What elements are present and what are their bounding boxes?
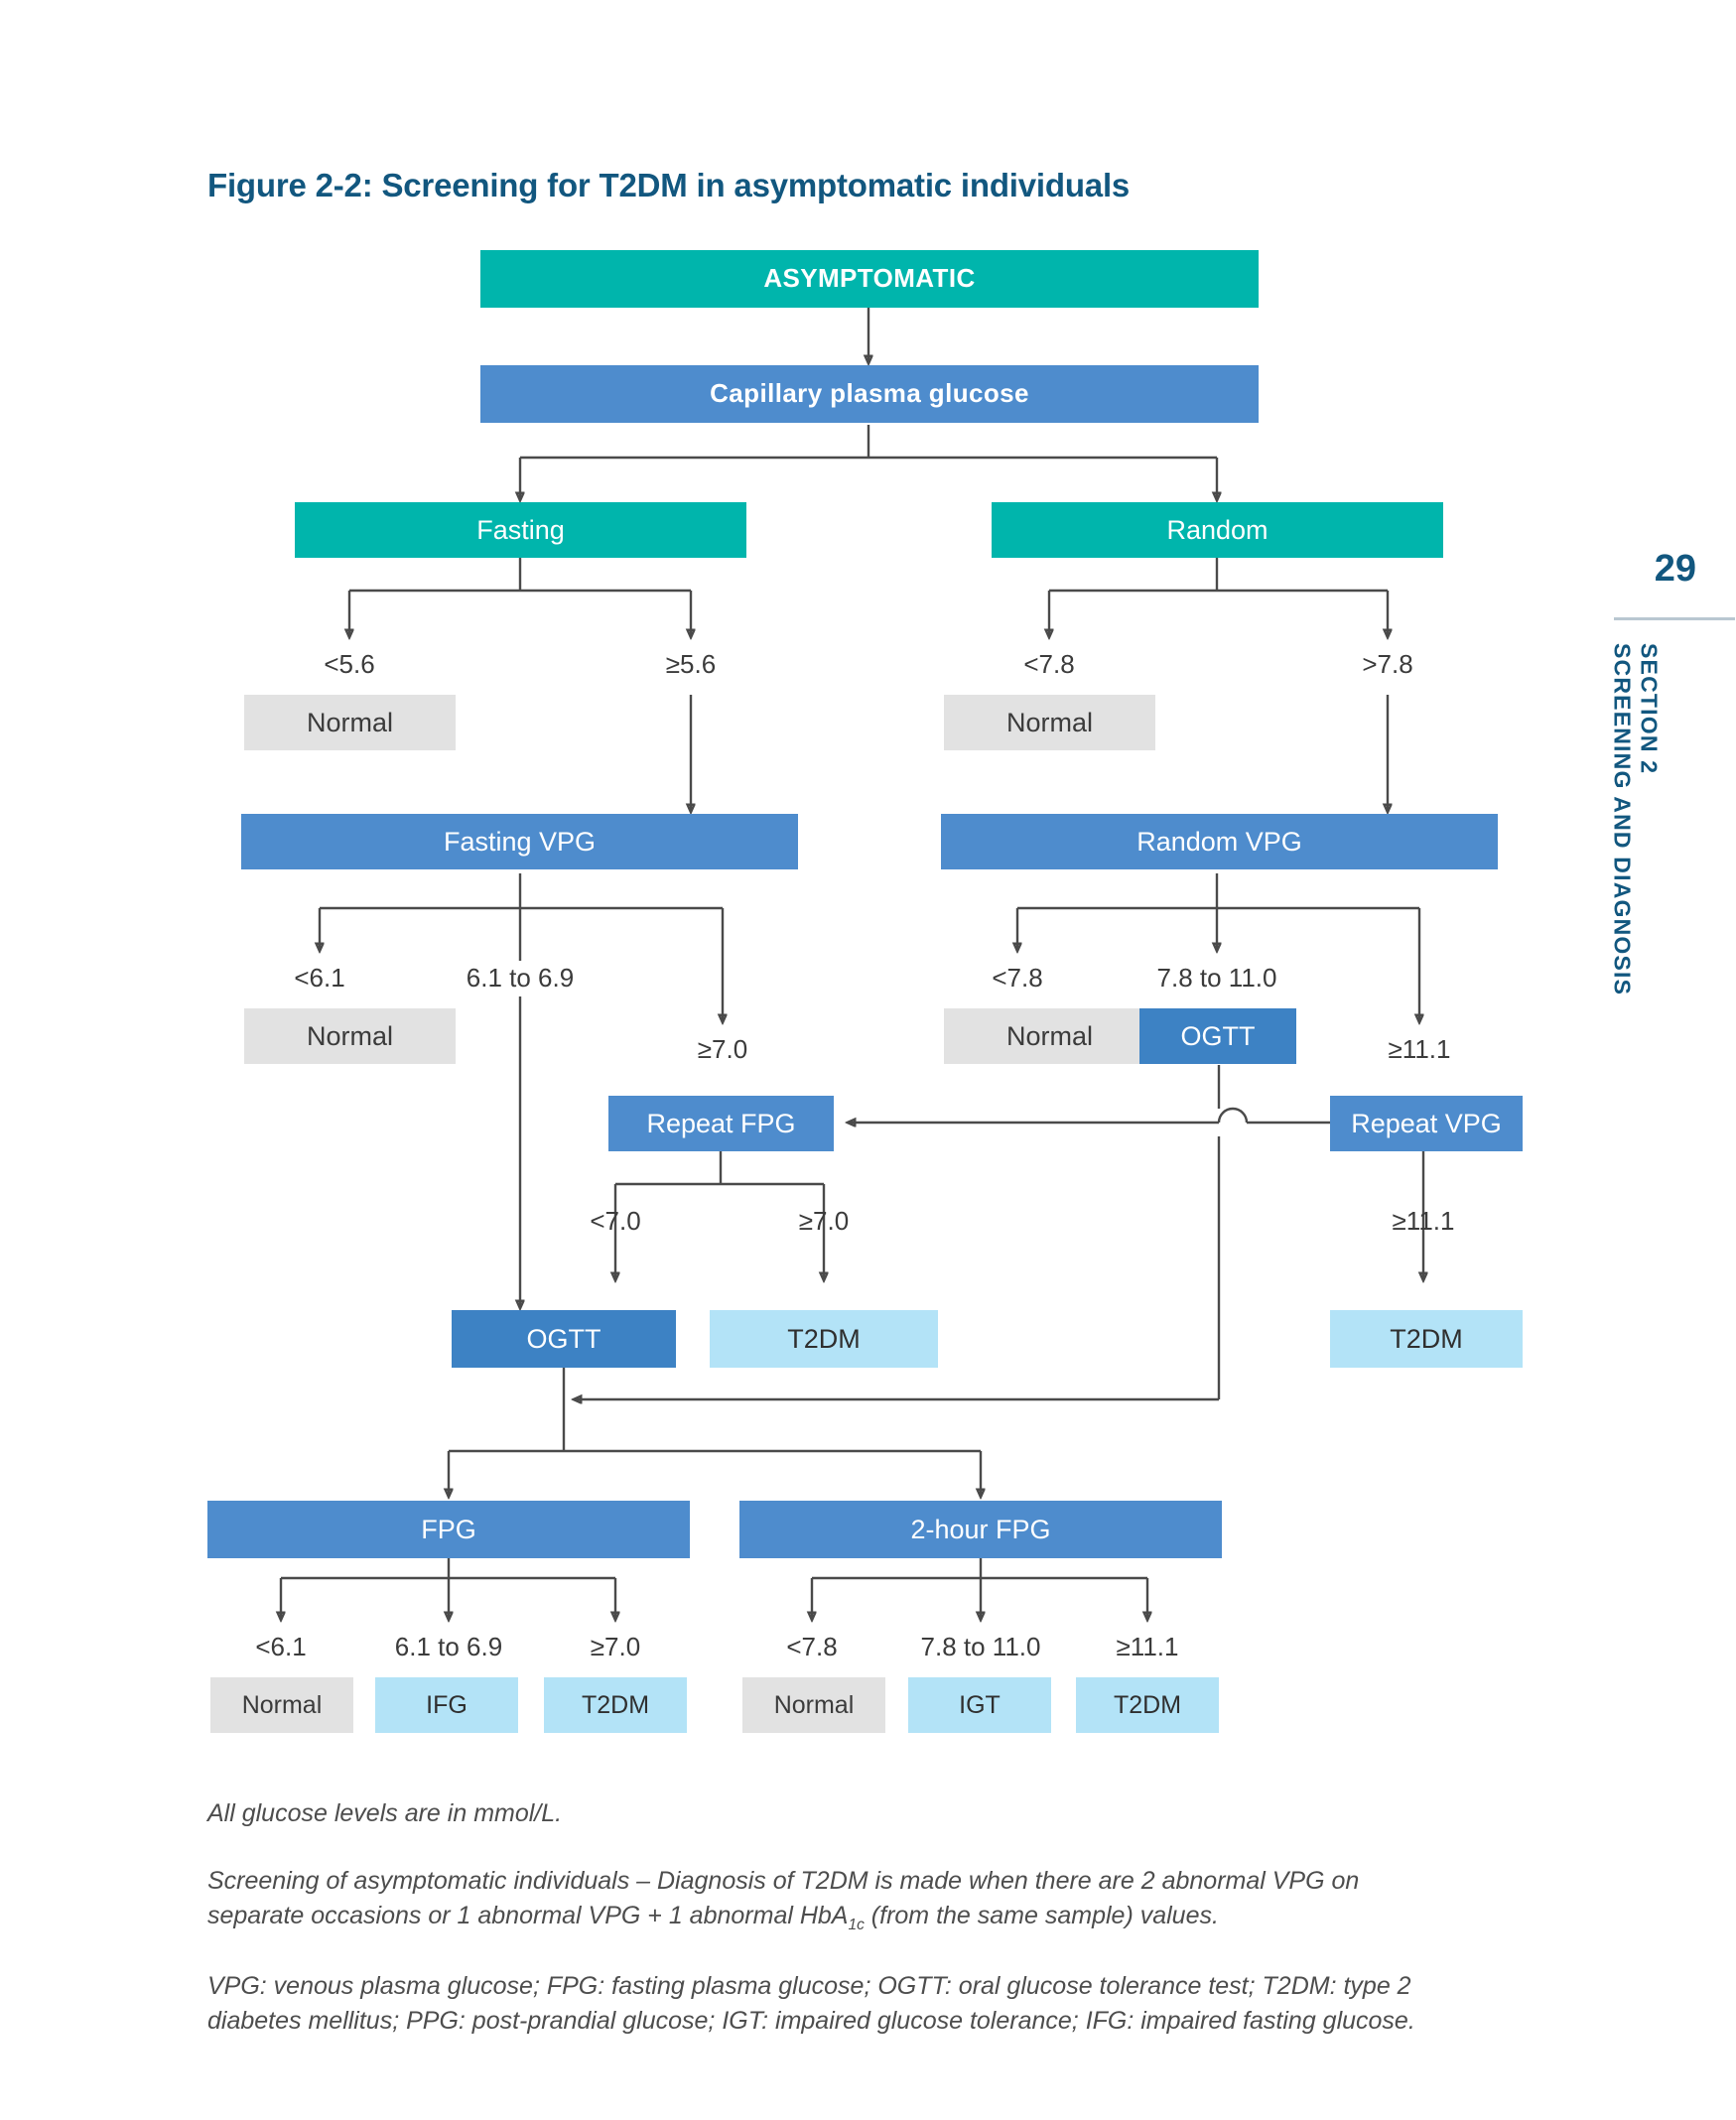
node-t2dm-2hr[interactable]: T2DM <box>1076 1677 1219 1733</box>
label-fpg-high: ≥7.0 <box>590 1632 641 1661</box>
label-rvpg-mid: 7.8 to 11.0 <box>1156 963 1277 993</box>
label-fpg-mid: 6.1 to 6.9 <box>394 1632 503 1661</box>
note-screening-line2: separate occasions or 1 abnormal VPG + 1… <box>207 1899 1557 1935</box>
note-screening-line2-b: (from the same sample) values. <box>864 1901 1219 1929</box>
node-ifg[interactable]: IFG <box>375 1677 518 1733</box>
note-abbrev-line2: diabetes mellitus; PPG: post-prandial gl… <box>207 2006 1415 2035</box>
label-cap-fasting-high: ≥5.6 <box>665 649 717 679</box>
node-repeat-fpg[interactable]: Repeat FPG <box>608 1096 834 1151</box>
page-title: Figure 2-2: Screening for T2DM in asympt… <box>207 167 1131 203</box>
node-t2dm-fpg[interactable]: T2DM <box>544 1677 687 1733</box>
node-igt[interactable]: IGT <box>908 1677 1051 1733</box>
node-ogtt-random[interactable]: OGTT <box>1139 1008 1296 1064</box>
label-cap-random-high: >7.8 <box>1362 649 1413 679</box>
label-repeat-fpg-low: <7.0 <box>590 1206 641 1236</box>
margin-section-label: SECTION 2 <box>1636 643 1663 775</box>
note-screening-line1: Screening of asymptomatic individuals – … <box>207 1867 1360 1895</box>
node-normal-2hr[interactable]: Normal <box>742 1677 885 1733</box>
note-screening-subscript: 1c <box>848 1916 865 1933</box>
label-cap-fasting-low: <5.6 <box>324 649 375 679</box>
margin-section-title: SCREENING AND DIAGNOSIS <box>1609 643 1636 996</box>
label-fvpg-low: <6.1 <box>294 963 345 993</box>
node-random-vpg[interactable]: Random VPG <box>941 814 1498 869</box>
node-t2dm-repeat-vpg[interactable]: T2DM <box>1330 1310 1523 1368</box>
margin-section-text: SECTION 2 SCREENING AND DIAGNOSIS <box>1609 643 1663 996</box>
label-rvpg-high: ≥11.1 <box>1388 1034 1451 1064</box>
note-screening: Screening of asymptomatic individuals – … <box>207 1864 1557 1935</box>
node-fasting-vpg[interactable]: Fasting VPG <box>241 814 798 869</box>
node-normal-rvpg[interactable]: Normal <box>944 1008 1155 1064</box>
label-rvpg-low: <7.8 <box>992 963 1043 993</box>
node-repeat-vpg[interactable]: Repeat VPG <box>1330 1096 1523 1151</box>
label-fpg-low: <6.1 <box>255 1632 307 1661</box>
node-normal-fpg[interactable]: Normal <box>210 1677 353 1733</box>
note-abbreviations: VPG: venous plasma glucose; FPG: fasting… <box>207 1969 1567 2038</box>
label-repeat-vpg-high: ≥11.1 <box>1392 1206 1455 1236</box>
node-normal-fvpg[interactable]: Normal <box>244 1008 456 1064</box>
margin-divider <box>1614 617 1735 620</box>
label-fvpg-mid: 6.1 to 6.9 <box>466 963 575 993</box>
node-fasting[interactable]: Fasting <box>295 502 746 558</box>
label-fvpg-high: ≥7.0 <box>697 1034 748 1064</box>
node-capillary-plasma-glucose[interactable]: Capillary plasma glucose <box>480 365 1259 423</box>
label-2hr-low: <7.8 <box>786 1632 838 1661</box>
node-fpg[interactable]: FPG <box>207 1501 690 1558</box>
node-2-hour-fpg[interactable]: 2-hour FPG <box>739 1501 1222 1558</box>
page-number: 29 <box>1654 548 1696 590</box>
note-screening-line2-a: separate occasions or 1 abnormal VPG + 1… <box>207 1901 849 1929</box>
note-units: All glucose levels are in mmol/L. <box>207 1799 563 1827</box>
node-normal-cap-fasting[interactable]: Normal <box>244 695 456 750</box>
note-abbrev-line1: VPG: venous plasma glucose; FPG: fasting… <box>207 1972 1411 2000</box>
label-cap-random-low: <7.8 <box>1023 649 1075 679</box>
node-random[interactable]: Random <box>992 502 1443 558</box>
label-2hr-mid: 7.8 to 11.0 <box>920 1632 1041 1661</box>
node-ogtt-main[interactable]: OGTT <box>452 1310 676 1368</box>
label-repeat-fpg-high: ≥7.0 <box>798 1206 850 1236</box>
node-normal-cap-random[interactable]: Normal <box>944 695 1155 750</box>
node-t2dm-repeat-fpg[interactable]: T2DM <box>710 1310 938 1368</box>
node-asymptomatic[interactable]: ASYMPTOMATIC <box>480 250 1259 308</box>
label-2hr-high: ≥11.1 <box>1116 1632 1179 1661</box>
